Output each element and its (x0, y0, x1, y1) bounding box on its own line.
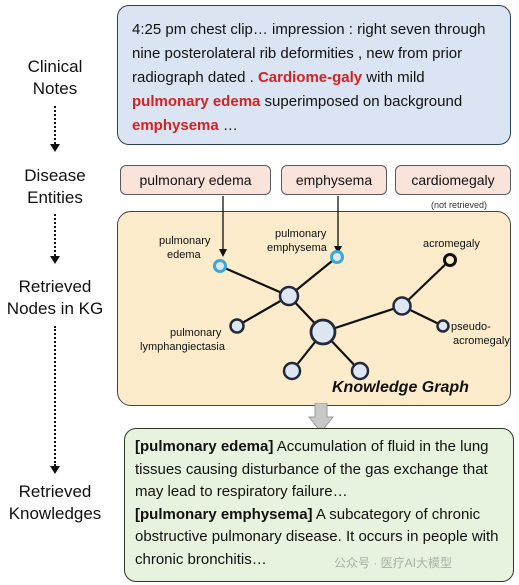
label-pseudo-acromegaly-1: pseudo- (451, 321, 491, 333)
flow-arrow-1 (50, 106, 60, 152)
edge (401, 259, 451, 307)
graph-edges (219, 256, 451, 372)
edge (288, 256, 338, 297)
notes-highlight-pulmonary-edema: pulmonary edema (132, 93, 261, 110)
notes-text: … (218, 117, 238, 134)
knowledge-term-pulmonary-edema: [pulmonary edema] (135, 438, 274, 455)
label-pulmonary-emphysema-2: emphysema (267, 242, 328, 254)
stage-label-clinical-notes: Clinical Notes (27, 57, 83, 98)
not-retrieved-note: (not retrieved) (430, 200, 488, 210)
label-pulmonary-edema-2: edema (167, 249, 202, 261)
knowledge-text-pulmonary-edema: Accumulation of fluid in the lung tissue… (135, 438, 489, 500)
node-pseudo-acromegaly (436, 319, 450, 333)
node-leaf (350, 361, 370, 381)
node-acromegaly (443, 253, 457, 267)
label-pulmonary-edema-1: pulmonary (159, 235, 211, 247)
node-leaf (282, 361, 302, 381)
node-hub-small (278, 285, 300, 307)
label-pulmonary-emphysema-1: pulmonary (275, 228, 327, 240)
stage-label-retrieved-nodes: Retrieved Nodes in KG (6, 277, 104, 318)
node-pulmonary-edema (213, 259, 227, 273)
entity-cardiomegaly: cardiomegaly (395, 165, 511, 195)
notes-text: superimposed on background (260, 93, 463, 110)
flow-arrow-2 (50, 214, 60, 264)
retrieved-knowledge-box: [pulmonary edema] Accumulation of fluid … (124, 428, 514, 582)
notes-highlight-emphysema: emphysema (132, 117, 219, 134)
notes-highlight-cardiomegaly: Cardiome-galy (257, 69, 363, 86)
notes-text: with mild (362, 69, 425, 86)
entity-emphysema: emphysema (281, 165, 387, 195)
notes-text: 4:25 pm chest clip… impression : right s… (132, 21, 486, 86)
label-acromegaly: acromegaly (423, 238, 480, 250)
down-arrow-icon (308, 403, 334, 433)
label-pseudo-acromegaly-2: acromegaly (453, 335, 510, 347)
node-hub-right (392, 296, 412, 316)
knowledge-text-pulmonary-emphysema: A subcategory of chronic obstructive pul… (135, 505, 499, 568)
knowledge-graph-svg: pulmonary edema pulmonary emphysema acro… (140, 196, 510, 381)
entity-pulmonary-edema: pulmonary edema (120, 165, 271, 195)
stage-label-disease-entities: Disease Entities (24, 166, 86, 207)
watermark: 公众号 · 医疗AI大模型 (334, 556, 453, 570)
knowledge-graph-title: Knowledge Graph (332, 379, 469, 396)
label-lymphangiectasia-1: pulmonary (170, 327, 222, 339)
knowledge-graph-box (117, 211, 511, 406)
flow-arrow-3 (50, 326, 60, 474)
node-lymphangiectasia (229, 318, 245, 334)
clinical-notes-box: 4:25 pm chest clip… impression : right s… (117, 5, 511, 145)
node-pulmonary-emphysema (330, 250, 344, 264)
edge (219, 264, 290, 298)
edge (322, 304, 403, 334)
label-lymphangiectasia-2: lymphangiectasia (140, 341, 226, 353)
knowledge-term-pulmonary-emphysema: [pulmonary emphysema] (135, 505, 313, 523)
stage-label-retrieved-knowledges: Retrieved Knowledges (8, 482, 102, 523)
node-hub-large (309, 318, 337, 346)
